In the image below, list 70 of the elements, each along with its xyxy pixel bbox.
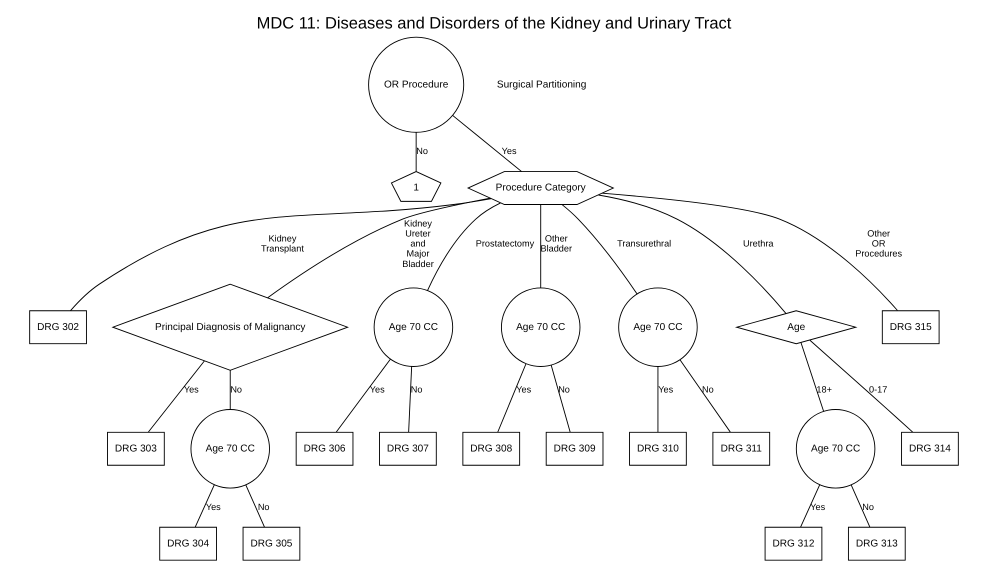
connector (561, 204, 638, 294)
node-box: DRG 303 (106, 432, 164, 466)
connector (452, 114, 522, 172)
edge-label: Prostatectomy (475, 238, 534, 249)
connector (808, 340, 913, 433)
edge-label: No (862, 502, 874, 512)
connector (415, 132, 416, 172)
node-diamond: Principal Diagnosis of Malignancy (111, 284, 348, 371)
connector (550, 364, 570, 433)
edge-label: Other OR Procedures (854, 228, 902, 259)
node-box: DRG 310 (628, 432, 686, 466)
connector (408, 366, 412, 433)
connector (850, 484, 870, 528)
edge-label: No (230, 384, 242, 394)
node-box: DRG 304 (158, 526, 216, 561)
node-circle: Age 70 CC (190, 409, 270, 488)
connector (194, 484, 214, 528)
edge-label: Urethra (742, 238, 773, 249)
edge-label: Kidney Ureter and Major Bladder (402, 218, 434, 269)
edge-label: 0-17 (868, 384, 887, 394)
connector (597, 194, 786, 314)
node-diamond: Age (734, 310, 857, 344)
node-circle: Age 70 CC (500, 288, 580, 367)
node-box: DRG 315 (881, 310, 940, 344)
edge-label: Other Bladder (540, 234, 572, 254)
node-circle: OR Procedure (368, 36, 464, 133)
edge-label: Yes (205, 502, 220, 512)
node-circle: Age 70 CC (373, 288, 453, 367)
node-circle: Age 70 CC (795, 409, 875, 488)
edge-label: Yes (658, 384, 673, 394)
connector (244, 484, 264, 528)
connector (147, 360, 204, 432)
edge-label: No (558, 384, 570, 394)
node-box: DRG 302 (28, 310, 86, 344)
connector (70, 198, 492, 312)
connector (601, 192, 898, 311)
label: Surgical Partitioning (496, 79, 586, 90)
edge-label: No (416, 146, 428, 156)
node-box: DRG 305 (242, 526, 300, 561)
node-circle: Age 70 CC (618, 288, 698, 367)
node-box: DRG 314 (900, 432, 958, 466)
node-box: DRG 313 (847, 526, 906, 561)
connector (229, 370, 230, 410)
node-box: DRG 312 (764, 526, 822, 561)
connector (540, 204, 541, 288)
edge-label: Kidney Transplant (260, 234, 304, 254)
node-box: DRG 307 (378, 432, 436, 466)
edge-label: Yes (516, 384, 531, 394)
connector (426, 202, 500, 291)
edge-label: Yes (810, 502, 825, 512)
edge-label: Yes (183, 384, 198, 394)
node-box: DRG 308 (462, 432, 520, 466)
connector (679, 359, 730, 433)
edge-label: Yes (501, 146, 516, 156)
diagram-title: MDC 11: Diseases and Disorders of the Kidney and Urinary Tract (256, 14, 731, 33)
connector (496, 363, 526, 433)
connector (800, 342, 824, 412)
connector (266, 198, 490, 298)
node-box: DRG 309 (545, 432, 603, 466)
node-box: DRG 311 (712, 432, 770, 466)
edge-label: No (257, 502, 270, 512)
connector (656, 366, 658, 433)
edge-label: No (410, 384, 422, 394)
connector (800, 484, 820, 528)
edge-label: No (702, 384, 714, 394)
edge-label: Yes (369, 384, 384, 394)
edge-label: Transurethral (616, 238, 671, 249)
connector (335, 358, 390, 433)
edge-label: 18+ (816, 384, 832, 394)
node-box: DRG 306 (295, 432, 353, 466)
